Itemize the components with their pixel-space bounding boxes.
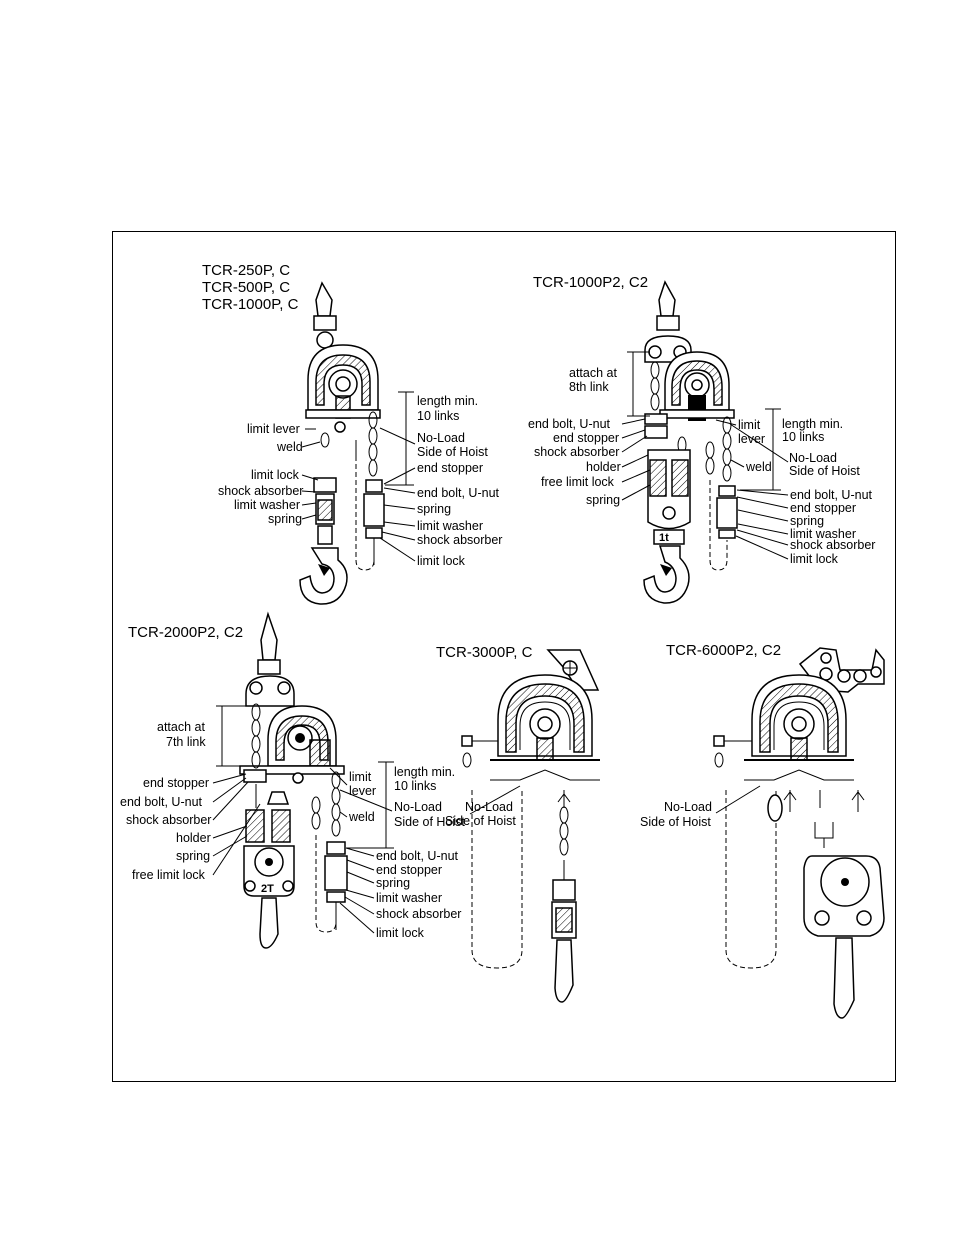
- label-limit-lock: limit lock: [251, 468, 300, 482]
- load-chain-right-1000p2: [716, 416, 738, 539]
- label-weld-3: weld: [348, 810, 375, 824]
- bottom-hook-6000: [833, 937, 855, 1019]
- label-limit-lever: limit lever: [247, 422, 300, 436]
- label-attach-at: attach at: [569, 366, 617, 380]
- figure-tcr-2000p2: TCR-2000P2, C2 2T: [120, 611, 465, 949]
- title-tcr250: TCR-250P, C: [202, 262, 290, 279]
- top-hook: [315, 281, 333, 317]
- label-end-stopper-3: end stopper: [143, 776, 209, 790]
- label-lever-3: lever: [349, 784, 376, 798]
- title-tcr3000: TCR-3000P, C: [436, 644, 533, 661]
- label-10-links-3: 10 links: [394, 779, 436, 793]
- badge-1t: 1t: [659, 532, 669, 544]
- label-spring: spring: [268, 512, 302, 526]
- label-side-of-hoist-4: Side of Hoist: [445, 814, 516, 828]
- label-no-load-2: No-Load: [789, 451, 837, 465]
- label-shock-absorber-l: shock absorber: [534, 445, 619, 459]
- label-holder-3: holder: [176, 831, 211, 845]
- label-shock-absorber-3: shock absorber: [126, 813, 211, 827]
- label-no-load-4: No-Load: [465, 800, 513, 814]
- label-side-of-hoist-3: Side of Hoist: [394, 815, 465, 829]
- label-8th-link: 8th link: [569, 380, 609, 394]
- figure-tcr-3000p: TCR-3000P, C No-Load Side of Hoist: [436, 644, 600, 1003]
- load-chain-right: [363, 411, 385, 565]
- label-weld-2: weld: [745, 460, 772, 474]
- label-free-limit-lock: free limit lock: [541, 475, 615, 489]
- label-spring-r: spring: [417, 502, 451, 516]
- title-tcr2000: TCR-2000P2, C2: [128, 624, 243, 641]
- label-holder: holder: [586, 460, 621, 474]
- label-no-load-5: No-Load: [664, 800, 712, 814]
- label-spring-r3: spring: [376, 876, 410, 890]
- label-shock-absorber-r: shock absorber: [417, 533, 502, 547]
- label-end-bolt-r3: end bolt, U-nut: [376, 849, 459, 863]
- title-tcr6000: TCR-6000P2, C2: [666, 642, 781, 659]
- label-shock-absorber-r3: shock absorber: [376, 907, 461, 921]
- label-length-min-2: length min.: [782, 417, 843, 431]
- label-no-load-3: No-Load: [394, 800, 442, 814]
- label-shock-absorber: shock absorber: [218, 484, 303, 498]
- diagram-frame: [112, 231, 896, 1082]
- label-7th-link: 7th link: [166, 735, 206, 749]
- label-spring-l: spring: [586, 493, 620, 507]
- bottom-hook-2t: [259, 897, 279, 949]
- label-limit-lock-r3: limit lock: [376, 926, 425, 940]
- label-end-bolt-r2: end bolt, U-nut: [790, 488, 873, 502]
- label-end-bolt-3: end bolt, U-nut: [120, 795, 203, 809]
- label-spring-3: spring: [176, 849, 210, 863]
- figure-tcr-6000p2: TCR-6000P2, C2 No-Load Side: [640, 642, 885, 1019]
- hook-shackle: [313, 315, 337, 331]
- label-spring-r2: spring: [790, 514, 824, 528]
- bottom-hook: [299, 547, 348, 605]
- figure-tcr-1000p2: TCR-1000P2, C2 1t: [528, 274, 875, 604]
- label-side-of-hoist-5: Side of Hoist: [640, 815, 711, 829]
- label-free-limit-lock-3: free limit lock: [132, 868, 206, 882]
- load-chain-left: [644, 361, 668, 439]
- label-limit-washer: limit washer: [234, 498, 300, 512]
- label-10-links-2: 10 links: [782, 430, 824, 444]
- label-end-bolt: end bolt, U-nut: [417, 486, 500, 500]
- label-length-min-3: length min.: [394, 765, 455, 779]
- label-end-stopper-r2: end stopper: [790, 501, 856, 515]
- label-end-stopper: end stopper: [417, 461, 483, 475]
- label-length-min: length min.: [417, 394, 478, 408]
- label-limit-3: limit: [349, 770, 372, 784]
- label-attach-at-2: attach at: [157, 720, 205, 734]
- label-weld: weld: [276, 440, 303, 454]
- title-tcr1000p2: TCR-1000P2, C2: [533, 274, 648, 291]
- label-end-stopper-r3: end stopper: [376, 863, 442, 877]
- title-tcr1000: TCR-1000P, C: [202, 296, 299, 313]
- label-limit: limit: [738, 418, 761, 432]
- title-tcr500: TCR-500P, C: [202, 279, 290, 296]
- label-shock-absorber-r2: shock absorber: [790, 538, 875, 552]
- label-10-links: 10 links: [417, 409, 459, 423]
- label-limit-washer-r2: limit washer: [790, 527, 856, 541]
- label-limit-lock-r2: limit lock: [790, 552, 839, 566]
- label-no-load: No-Load: [417, 431, 465, 445]
- bottom-hook-3000: [554, 939, 574, 1003]
- label-side-of-hoist: Side of Hoist: [417, 445, 488, 459]
- badge-2t: 2T: [261, 883, 274, 895]
- label-limit-washer-r3: limit washer: [376, 891, 442, 905]
- label-limit-washer-r: limit washer: [417, 519, 483, 533]
- label-side-of-hoist-2: Side of Hoist: [789, 464, 860, 478]
- label-end-stopper-l: end stopper: [553, 431, 619, 445]
- label-end-bolt-l: end bolt, U-nut: [528, 417, 611, 431]
- figure-tcr-250p: TCR-250P, C TCR-500P, C TCR-1000P, C: [202, 262, 502, 605]
- label-limit-lock-r: limit lock: [417, 554, 466, 568]
